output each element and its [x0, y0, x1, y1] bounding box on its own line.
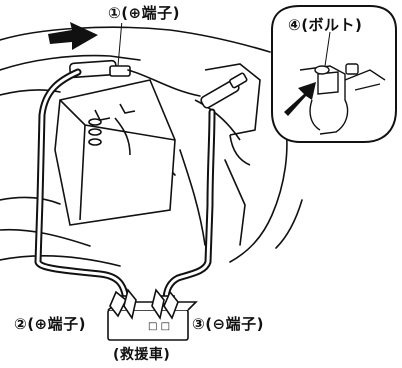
label-rescue-vehicle: (救援車)	[113, 347, 171, 363]
vehicle-battery	[54, 63, 261, 226]
leader-line-terminal-1	[117, 19, 123, 67]
bolt-detail-inset	[271, 5, 397, 143]
leader-line-bolt	[324, 31, 331, 67]
jumper-clamps-engine	[69, 59, 248, 109]
arrow-right-icon	[48, 22, 98, 50]
label-terminal-plus-bottom: ②(⊕端子)	[14, 315, 86, 333]
label-terminal-plus-top: ①(⊕端子)	[106, 2, 182, 23]
arrow-diagonal-icon	[284, 82, 316, 116]
label-bolt: ④(ボルト)	[288, 16, 363, 34]
jumper-cables	[34, 68, 216, 304]
svg-text:□ □: □ □	[148, 321, 170, 332]
label-terminal-minus: ③(⊖端子)	[192, 315, 264, 333]
jumper-clamps-rescue	[109, 288, 179, 321]
